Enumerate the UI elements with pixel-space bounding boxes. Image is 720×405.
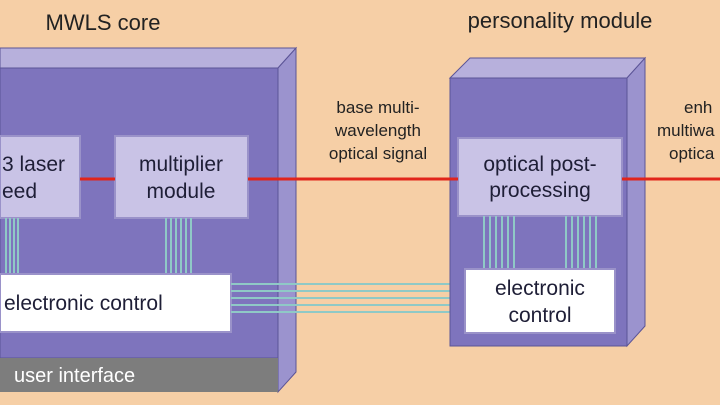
svg-text:enh: enh [684,98,712,117]
core-side-face [277,46,297,394]
module-vertical-bus-icon [483,216,597,269]
module-side-face [626,56,646,348]
module-control-label-line1: electronic [495,277,585,300]
optical-post-processing-box: optical post- processing [457,137,623,217]
user-interface-bar [0,358,278,392]
heading-personality-module: personality module [468,8,653,33]
heading-mwls-core: MWLS core [46,10,161,35]
seed-laser-label-line2: eed [2,180,37,203]
svg-text:multiwa: multiwa [657,121,715,140]
module-electronic-control-panel: electronic control [464,268,616,334]
multiplier-module-box: multiplier module [114,135,249,219]
module-control-label-line2: control [508,304,571,327]
seed-laser-label-line1: 3 laser [2,153,65,176]
user-interface-label: user interface [14,365,135,387]
core-electronic-control-label: electronic control [4,292,163,315]
svg-text:wavelength: wavelength [334,121,421,140]
multiplier-label-line2: module [147,180,216,203]
post-processing-label-line2: processing [489,179,591,202]
mwls-core-block: user interface [0,46,298,394]
core-top-face [0,47,298,69]
svg-text:optical signal: optical signal [329,144,427,163]
base-signal-label: base multi- wavelength optical signal [329,98,427,163]
control-bus-icon [231,283,465,313]
multiplier-label-line1: multiplier [139,153,223,176]
core-electronic-control-panel: electronic control [0,273,232,333]
svg-text:optica: optica [669,144,715,163]
seed-laser-box: 3 laser eed [0,135,81,219]
core-vertical-bus-icon [5,218,192,274]
module-top-face [448,57,647,79]
enhanced-signal-label: enh multiwa optica [657,98,715,163]
svg-text:base multi-: base multi- [336,98,419,117]
post-processing-label-line1: optical post- [483,153,596,176]
